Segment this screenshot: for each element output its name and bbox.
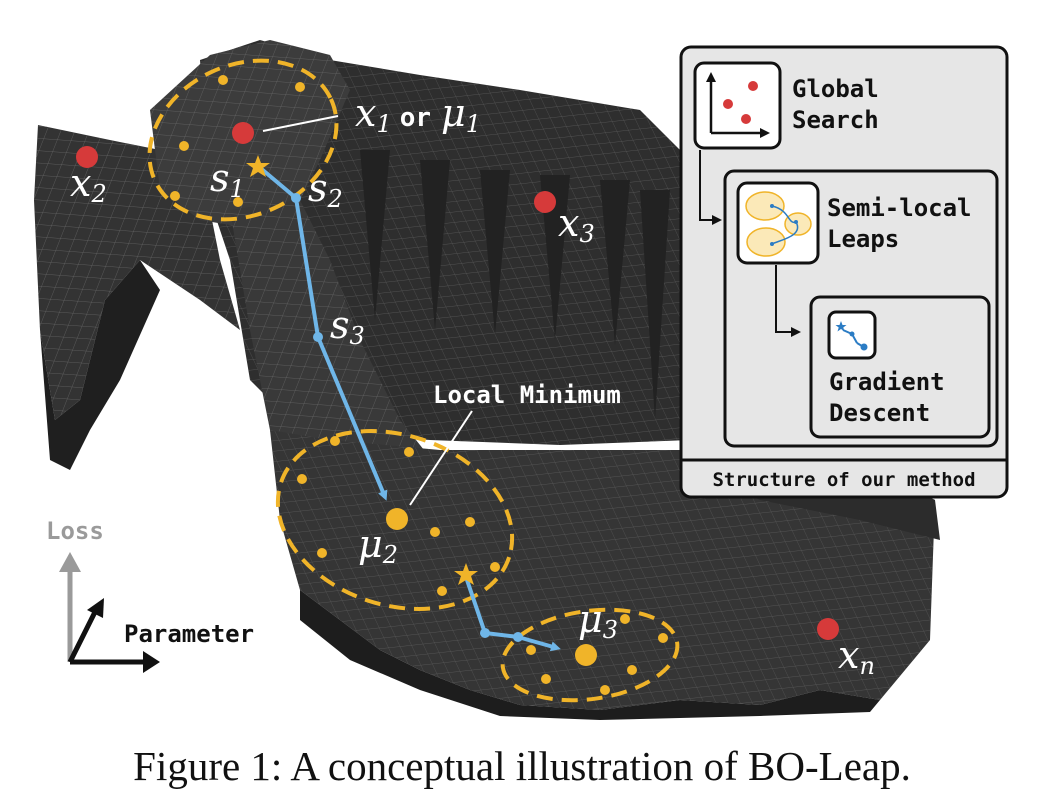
panel-footer: Structure of our method — [712, 469, 975, 491]
figure-caption: Figure 1: A conceptual illustration of B… — [133, 743, 911, 789]
mu2-star-icon — [454, 563, 478, 585]
label-x2: x2 — [70, 161, 107, 208]
label-s3: s3 — [330, 303, 365, 350]
label-x3: x3 — [558, 201, 595, 248]
mu3-point — [575, 644, 597, 666]
descent-path-2 — [464, 576, 561, 652]
semi-local-leaps-label-line2: Leaps — [827, 225, 899, 253]
label-local-minimum: Local Minimum — [433, 381, 621, 409]
gradient-descent-label-line2: Descent — [829, 399, 930, 427]
axis-indicator: Loss Parameter — [46, 517, 254, 673]
cluster-ellipse-2 — [275, 429, 515, 611]
method-structure-panel: Structure of our method Global Search Se… — [679, 45, 1009, 499]
gradient-descent-label-line1: Gradient — [829, 368, 945, 396]
label-s1: s1 — [210, 156, 245, 203]
x3-point — [534, 191, 556, 213]
mu2-point — [386, 508, 408, 530]
x2-point — [76, 146, 98, 168]
loss-axis-label: Loss — [46, 517, 104, 545]
gradient-descent-icon — [827, 310, 877, 360]
semi-local-leaps-label-line1: Semi-local — [827, 194, 972, 222]
surface-folds — [360, 150, 670, 420]
x1-point — [232, 122, 254, 144]
label-mu3: μ3 — [578, 597, 618, 644]
cluster-ellipse-3 — [500, 607, 680, 703]
descent-path-1 — [256, 164, 388, 501]
global-samples — [76, 122, 839, 640]
label-mu2: μ2 — [358, 522, 398, 569]
cluster-points — [170, 75, 668, 695]
parameter-axis-label: Parameter — [124, 620, 254, 648]
global-search-box: Global Search — [693, 61, 879, 150]
label-s2: s2 — [308, 166, 343, 213]
cluster-ellipse-1 — [147, 58, 339, 222]
cluster-ellipses — [147, 58, 680, 703]
semi-local-leaps-icon — [736, 181, 820, 265]
xn-point — [817, 618, 839, 640]
global-search-label-line2: Search — [792, 106, 879, 134]
s1-star-icon — [246, 155, 270, 177]
label-xn: xn — [838, 633, 875, 680]
global-search-label-line1: Global — [792, 75, 879, 103]
